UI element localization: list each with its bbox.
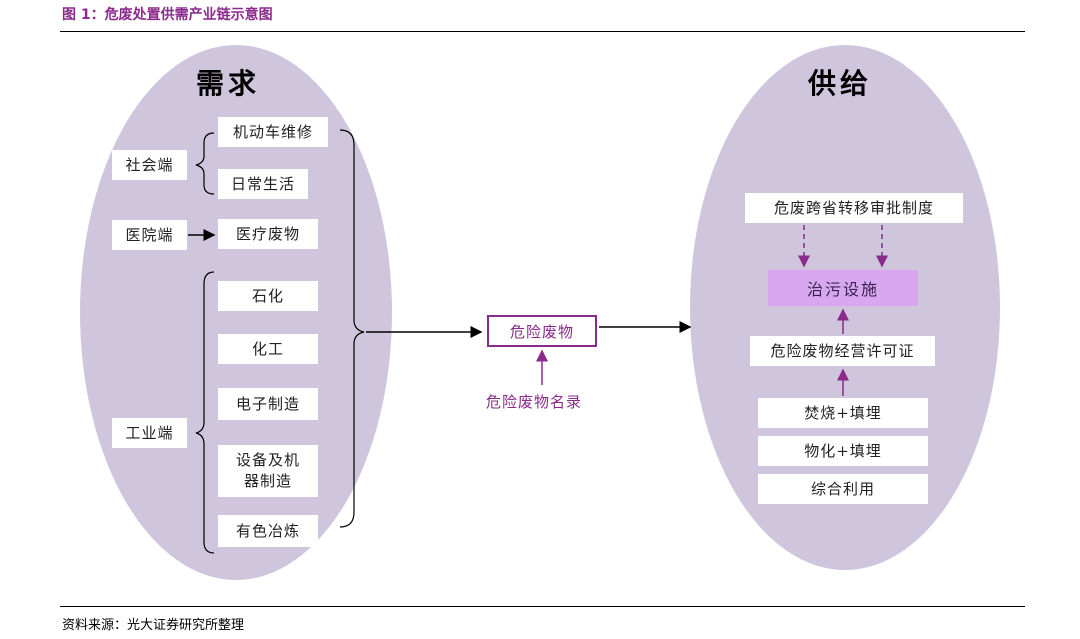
top-rule (60, 31, 1025, 32)
item-daily-life: 日常生活 (218, 169, 308, 199)
group-social: 社会端 (112, 150, 187, 180)
group-industry: 工业端 (112, 418, 187, 448)
brace-demand-all (339, 129, 365, 528)
license-box: 危险废物经营许可证 (750, 336, 935, 366)
demand-heading: 需求 (196, 67, 261, 100)
source-note: 资料来源：光大证券研究所整理 (62, 618, 245, 633)
method-utilization: 综合利用 (758, 474, 928, 504)
facility-box: 治污设施 (768, 270, 918, 306)
group-hospital: 医院端 (112, 220, 187, 250)
catalog-label: 危险废物名录 (486, 393, 583, 411)
item-petrochemical: 石化 (218, 281, 318, 311)
bottom-rule (60, 606, 1025, 607)
item-chemical: 化工 (218, 334, 318, 364)
item-nonferrous: 有色冶炼 (218, 515, 318, 547)
method-physicochemical: 物化+填埋 (758, 436, 928, 466)
figure-title: 图 1：危废处置供需产业链示意图 (62, 7, 273, 23)
item-electronics: 电子制造 (218, 388, 318, 420)
hazardous-waste-box: 危险废物 (487, 315, 597, 347)
method-incineration: 焚烧+填埋 (758, 398, 928, 428)
brace-industry (195, 271, 215, 554)
item-vehicle-repair: 机动车维修 (218, 117, 328, 147)
brace-social (195, 132, 215, 195)
supply-heading: 供给 (808, 67, 873, 100)
item-medical-waste: 医疗废物 (218, 219, 318, 249)
item-equipment: 设备及机 器制造 (218, 445, 318, 497)
transfer-approval-box: 危废跨省转移审批制度 (745, 193, 963, 223)
